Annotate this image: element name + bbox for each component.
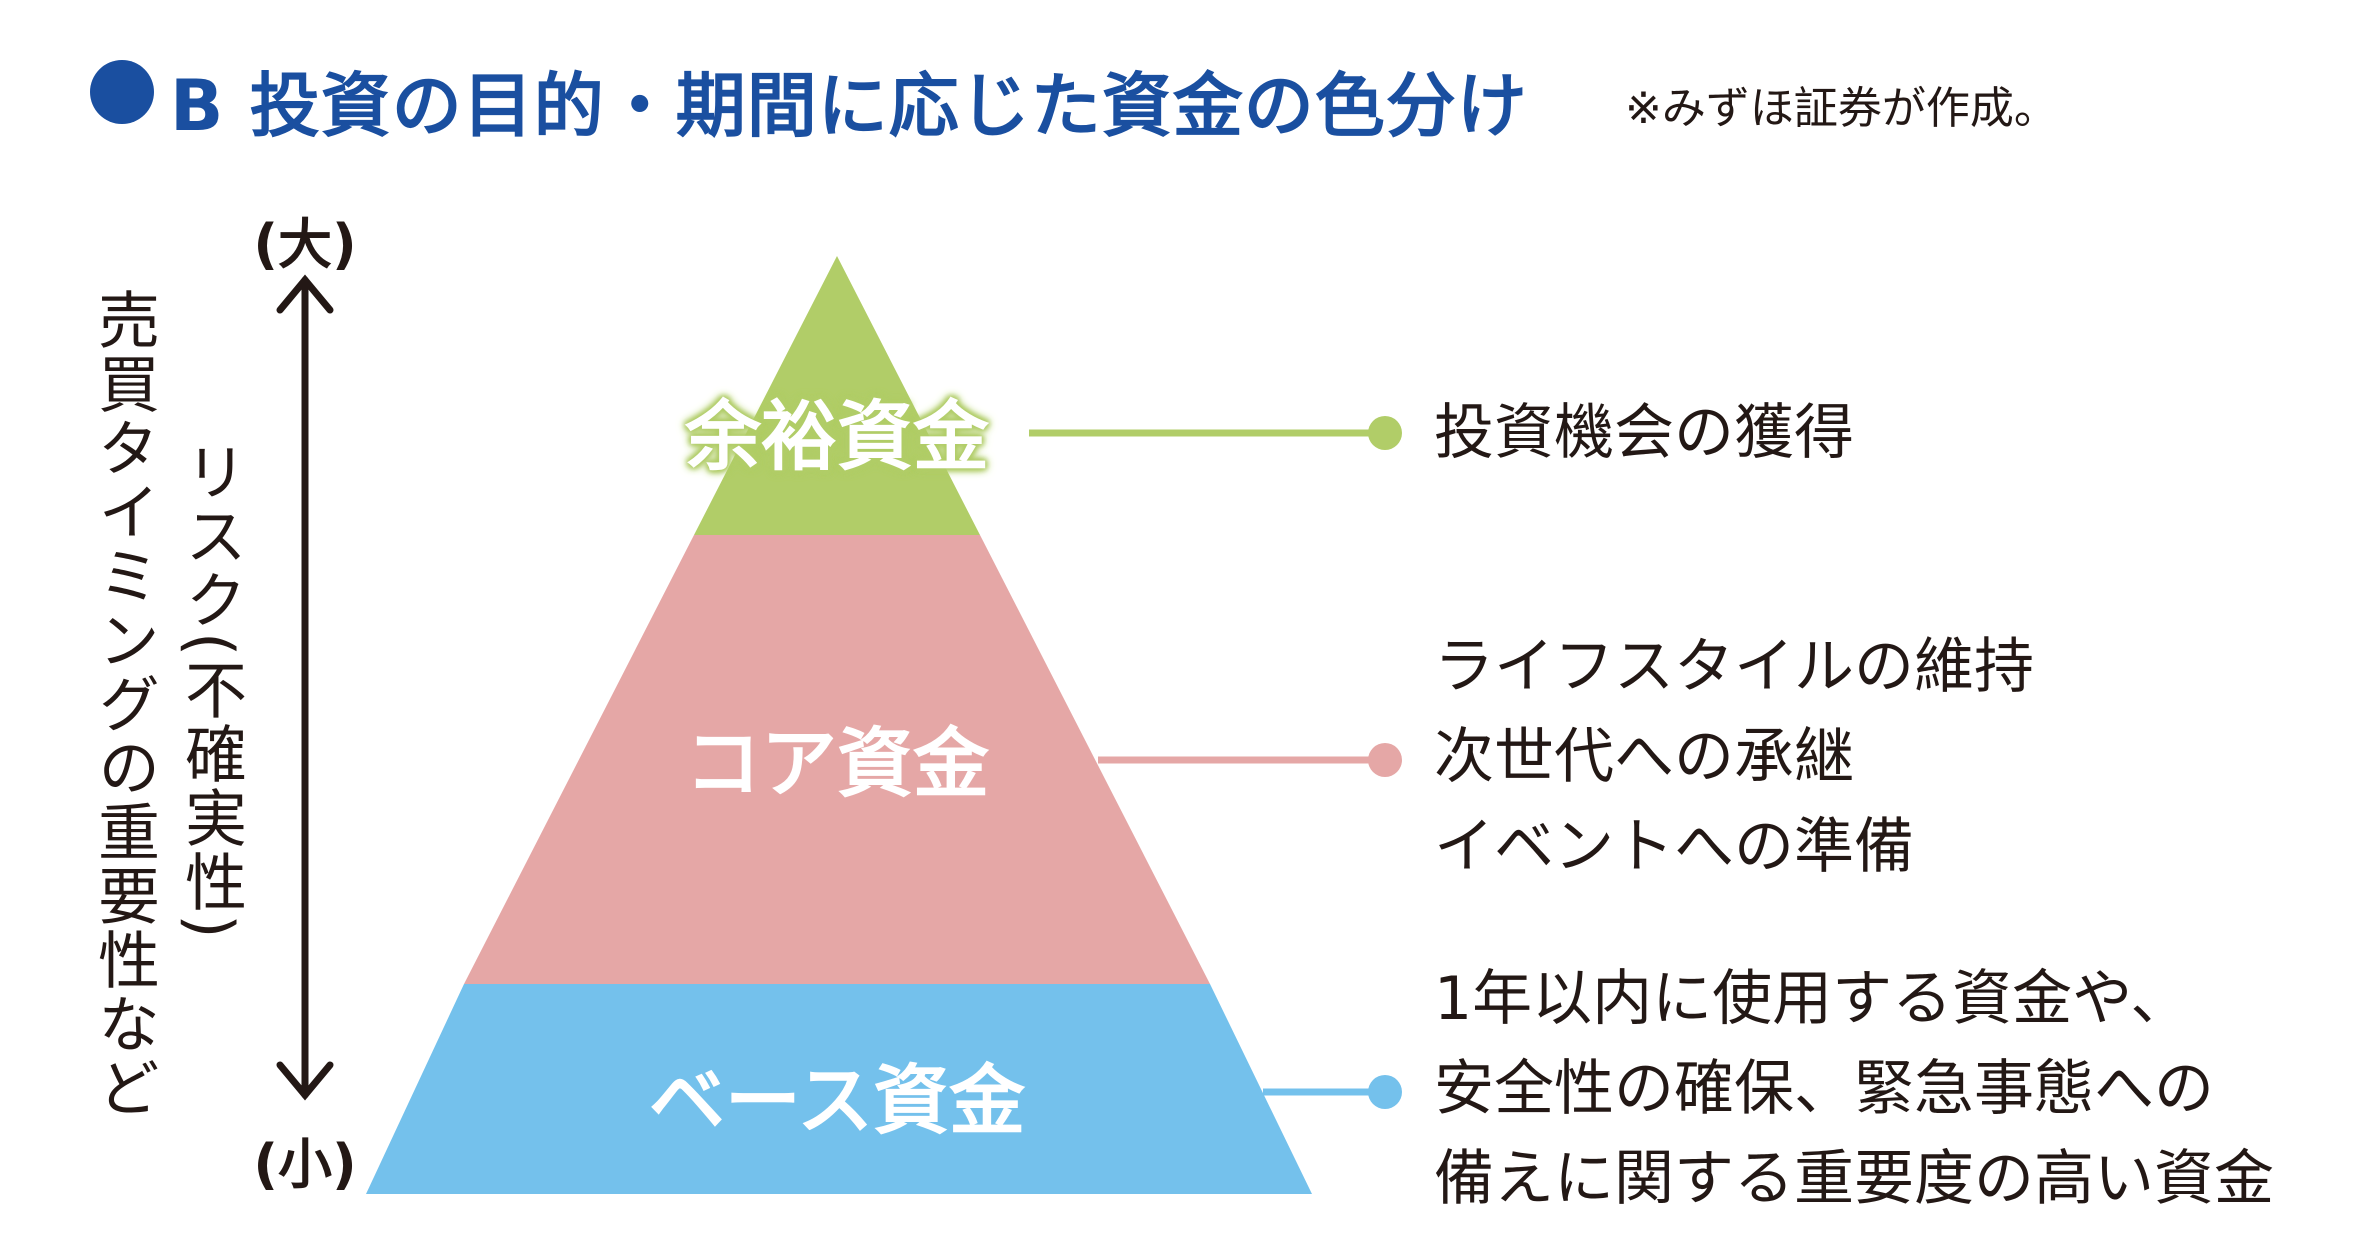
connector-dot-top (1368, 416, 1402, 450)
tier-label-base: ベース資金 (648, 1056, 1026, 1145)
description-line: ライフスタイルの維持 (1434, 632, 2034, 702)
description-line: 備えに関する重要度の高い資金 (1434, 1144, 2274, 1214)
tier-middle-shape (464, 535, 1210, 984)
description-line: 次世代への承継 (1434, 722, 1854, 792)
connector-dot-middle (1368, 743, 1402, 777)
tier-description-core: ライフスタイルの維持 次世代への承継 イベントへの準備 (1434, 622, 2034, 892)
page-title: B 投資の目的・期間に応じた資金の色分け (170, 65, 1528, 147)
tier-top-shape (694, 256, 980, 535)
tier-description-surplus: 投資機会の獲得 (1434, 388, 1854, 478)
connector-dot-bottom (1368, 1075, 1402, 1109)
tier-label-core: コア資金 (685, 719, 989, 808)
title-bullet-icon (90, 60, 154, 124)
axis-bottom-label: (小) (253, 1133, 357, 1196)
tier-description-base: 1年以内に使用する資金や、 安全性の確保、緊急事態への 備えに関する重要度の高い… (1434, 954, 2274, 1224)
risk-label: リスク(不確実性) (174, 440, 247, 941)
tier-label-surplus: 余裕資金 (685, 392, 989, 481)
tier-bottom-shape (366, 984, 1312, 1194)
description-line: 1年以内に使用する資金や、 (1434, 964, 2191, 1034)
axis-top-label: (大) (253, 213, 357, 276)
description-line: 投資機会の獲得 (1434, 398, 1854, 468)
risk-arrow (276, 274, 334, 1101)
timing-label: 売買タイミングの重要性など (87, 288, 160, 1120)
description-line: イベントへの準備 (1434, 812, 1914, 882)
source-note: ※みずほ証券が作成。 (1625, 83, 2058, 134)
description-line: 安全性の確保、緊急事態への (1434, 1054, 2214, 1124)
